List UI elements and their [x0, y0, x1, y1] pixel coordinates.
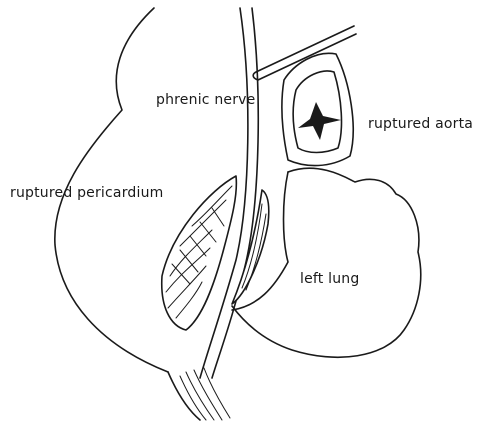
- pericardial-tear-left: [162, 176, 237, 330]
- label-ruptured-pericardium: ruptured pericardium: [10, 186, 164, 200]
- aorta-rupture-icon: [298, 102, 341, 140]
- pericardial-tear-right: [232, 190, 269, 304]
- label-left-lung: left lung: [300, 272, 359, 286]
- pericardium-shading: [180, 368, 230, 420]
- label-ruptured-aorta: ruptured aorta: [368, 117, 473, 131]
- forceps-icon: [253, 26, 356, 80]
- heart-apex-contour: [168, 372, 200, 420]
- label-phrenic-nerve: phrenic nerve: [156, 93, 255, 107]
